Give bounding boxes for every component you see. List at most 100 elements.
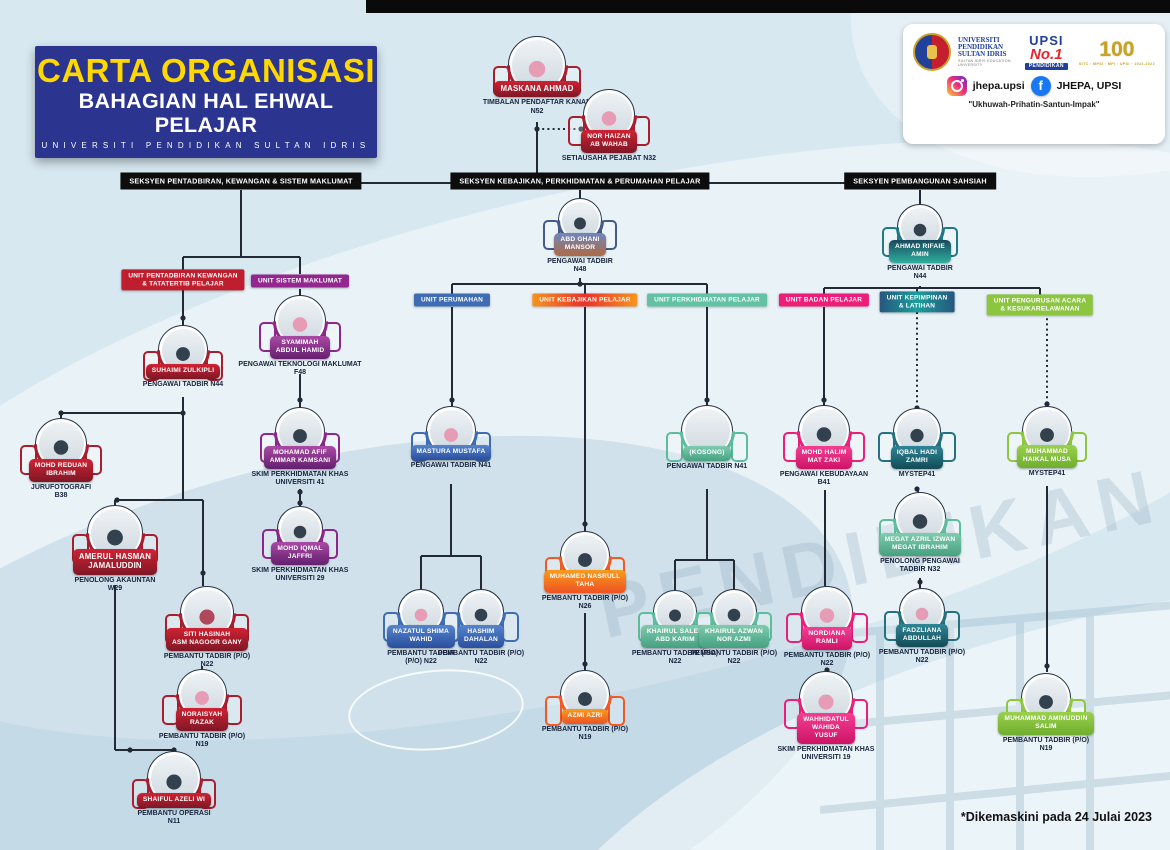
person-name-plate: IQBAL HADI ZAMRI: [890, 446, 944, 469]
person-name-plate: NAZATUL SHIMA WAHID: [386, 625, 456, 648]
person-job-title: PENGAWAI TADBIR N41: [410, 461, 492, 469]
instagram-lens: [950, 80, 963, 92]
person-name-plate: NOR HAIZAN AB WAHAB: [581, 130, 637, 153]
connector-dot: [180, 410, 186, 416]
crest-university-subtitle: SULTAN IDRIS EDUCATION UNIVERSITY: [958, 58, 1011, 67]
person-name-plate: MUHAMMAD HAIKAL MUSA: [1016, 445, 1078, 468]
person-name-plate: AHMAD RIFAIE AMIN: [888, 240, 952, 263]
person-job-title: PENGAWAI TADBIR N48: [547, 257, 613, 274]
connector-dot: [917, 579, 923, 585]
unit-header-unit-perumahan: UNIT PERUMAHAN: [413, 293, 491, 307]
poster-title: CARTA ORGANISASI: [37, 51, 375, 89]
person-name-plate: MUHAMMAD AMINUDDIN SALIM: [998, 712, 1094, 735]
poster-subtitle: BAHAGIAN HAL EHWAL PELAJAR: [78, 88, 334, 138]
person-name-plate: SHAIFUL AZELI WI: [136, 793, 212, 808]
person-job-title: JURUFOTOGRAFI B38: [30, 483, 92, 500]
plate-bracket-left: [545, 695, 562, 726]
connector-dot: [114, 497, 120, 503]
person-name-plate: (KOSONG): [683, 446, 731, 461]
person-job-title: PENGAWAI TEKNOLOGI MAKLUMAT F48: [238, 360, 362, 377]
person-job-title: PENGAWAI TADBIR N44: [887, 264, 953, 281]
person-name-plate: FADZLIANA ABDULLAH: [896, 624, 948, 647]
person-job-title: SKIM PERKHIDMATAN KHAS UNIVERSITI 29: [251, 566, 349, 583]
section-header-pembangunan-sahsiah: SEKSYEN PEMBANGUNAN SAHSIAH: [844, 172, 996, 190]
person-name-plate: HASHIM DAHALAN: [458, 625, 504, 648]
person-name-plate: MOHD REDUAN IBRAHIM: [28, 459, 94, 482]
section-header-pentadbiran-kewangan: SEKSYEN PENTADBIRAN, KEWANGAN & SISTEM M…: [120, 172, 362, 190]
connector-dot: [127, 747, 133, 753]
title-block: CARTA ORGANISASI BAHAGIAN HAL EHWAL PELA…: [35, 46, 377, 158]
person-name-plate: SITI HASINAH ASM NAGOOR GANY: [165, 628, 249, 651]
social-row: jhepa.upsi f JHEPA, UPSI: [903, 76, 1165, 96]
person-job-title: PEMBANTU TADBIR (P/O) N26: [541, 594, 629, 611]
connector-dot: [449, 397, 455, 403]
centennial-years: SITC · MPSI · MPI · UPSI · 1922-2022: [1078, 61, 1155, 66]
unit-header-unit-kepimpinan: UNIT KEPIMPINAN & LATIHAN: [879, 291, 955, 313]
person-name-plate: WAHHIDATUL WAHIDA YUSUF: [797, 713, 855, 744]
facebook-handle: JHEPA, UPSI: [1056, 80, 1122, 92]
poster-university-name: UNIVERSITI PENDIDIKAN SULTAN IDRIS: [41, 141, 371, 151]
connector-dot: [534, 126, 540, 132]
connector-dot: [200, 570, 206, 576]
person-job-title: PEMBANTU TADBIR (P/O) N19: [158, 732, 246, 749]
connector-dot: [914, 486, 920, 492]
unit-header-unit-pengurusan-acara: UNIT PENGURUSAN ACARA & KESUKARELAWANAN: [986, 294, 1094, 316]
person-name-plate: MASTURA MUSTAFA: [410, 445, 492, 460]
upsi-no1-logo: UPSI No.1 PENDIDIKAN: [1024, 33, 1068, 70]
person-job-title: PEMBANTU TADBIR (P/O) N22: [387, 649, 455, 666]
instagram-handle: jhepa.upsi: [972, 80, 1025, 92]
person-job-title: MYSTEP41: [898, 470, 936, 478]
logo-row: UNIVERSITI PENDIDIKAN SULTAN IDRIS SULTA…: [903, 24, 1165, 73]
person-name-plate: MUHAMED NASRULL TAHA: [543, 570, 627, 593]
person-job-title: MYSTEP41: [1028, 469, 1066, 477]
connector-dot: [58, 410, 64, 416]
updated-date-note: *Dikemaskini pada 24 Julai 2023: [960, 810, 1152, 824]
section-header-kebajikan-perkhidmata: SEKSYEN KEBAJIKAN, PERKHIDMATAN & PERUMA…: [450, 172, 710, 190]
connector-dot: [1044, 663, 1050, 669]
no1-upsi-text: UPSI: [1029, 33, 1064, 48]
person-job-title: SKIM PERKHIDMATAN KHAS UNIVERSITI 19: [777, 745, 875, 761]
connector-dot: [297, 489, 303, 495]
person-name-plate: NORAISYAH RAZAK: [175, 708, 229, 731]
no1-pendidikan-text: PENDIDIKAN: [1024, 63, 1068, 70]
crest-university-name: UNIVERSITI PENDIDIKAN SULTAN IDRIS: [958, 35, 1007, 59]
person-job-title: PEMBANTU TADBIR (P/O) N22: [783, 651, 871, 668]
connector-dot: [582, 521, 588, 527]
person-job-title: PENGAWAI TADBIR N44: [142, 380, 224, 388]
person-job-title: SETIAUSAHA PEJABAT N32: [561, 154, 657, 162]
person-job-title: PEMBANTU TADBIR (P/O) N19: [1002, 736, 1090, 753]
plate-bracket-right: [851, 612, 868, 643]
centennial-logo: 100 SITC · MPSI · MPI · UPSI · 1922-2022: [1079, 39, 1155, 66]
person-name-plate: MEGAT AZRIL IZWAN MEGAT IBRAHIM: [878, 533, 962, 556]
upsi-crest-logo: [913, 33, 951, 71]
unit-header-unit-badan-pelajar: UNIT BADAN PELAJAR: [778, 293, 870, 307]
person-name-plate: KHAIRUL AZWAN NOR AZMI: [699, 625, 769, 648]
person-job-title: TIMBALAN PENDAFTAR KANAN N52: [482, 99, 592, 115]
connector-dot: [582, 661, 588, 667]
centennial-number: 100: [1099, 37, 1135, 61]
person-name-plate: MASKANA AHMAD: [494, 81, 580, 98]
